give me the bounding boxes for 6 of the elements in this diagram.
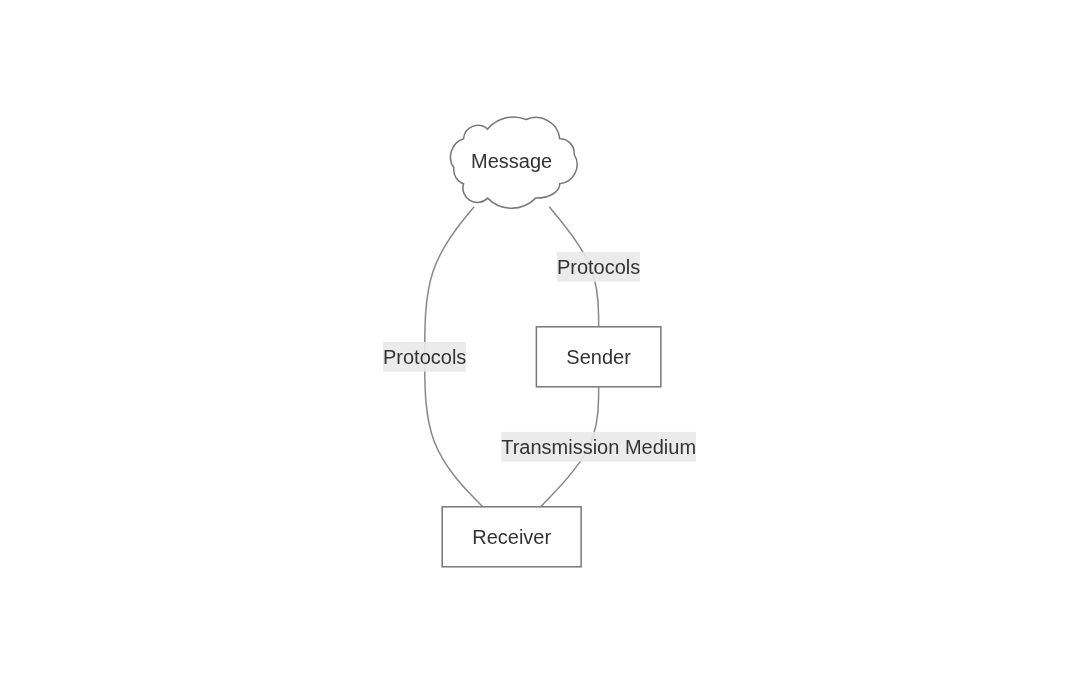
node-box: Receiver [441, 505, 583, 568]
node-box: Sender [536, 325, 663, 388]
edge-label: Protocols [557, 255, 641, 278]
edge-label: Transmission Medium [501, 435, 697, 458]
connector [424, 205, 484, 508]
edge-label: Protocols [383, 345, 467, 368]
